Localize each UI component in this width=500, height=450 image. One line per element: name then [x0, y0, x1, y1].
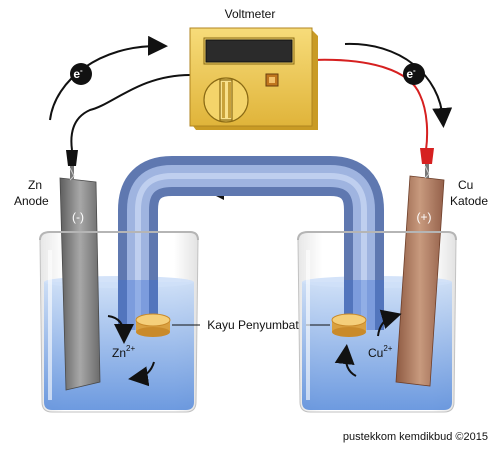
electron-flow-arrow-right [344, 42, 453, 128]
salt-bridge-tube [118, 156, 384, 330]
cathode-name-label: Katode [450, 194, 488, 208]
zn-ion-label: Zn2+ [112, 344, 135, 360]
cu-ion-arrow-top [377, 309, 402, 337]
left-cork-plug [135, 313, 171, 337]
voltmeter-display [205, 39, 293, 63]
cathode-sign: (+) [417, 210, 432, 224]
zn-ion-arrow-top [107, 315, 134, 344]
voltmeter-switch [265, 73, 279, 87]
red-clip [420, 148, 434, 179]
cu-ion-label: Cu2+ [368, 344, 393, 360]
voltmeter-label: Voltmeter [225, 7, 276, 21]
svg-text:e-: e- [406, 66, 416, 81]
electron-badge-right: e- [403, 63, 425, 85]
zn-ion-arrow-bottom [128, 361, 155, 387]
black-clip [66, 150, 78, 181]
cathode-metal-label: Cu [458, 178, 473, 192]
black-wire [70, 74, 191, 151]
red-wire [311, 58, 429, 151]
electron-flow-arrow-left [49, 35, 168, 121]
anode-metal-label: Zn [28, 178, 42, 192]
electron-badge-left: e- [70, 63, 92, 85]
anode-sign: (-) [72, 210, 84, 224]
cu-ion-arrow-bottom [334, 344, 357, 377]
credit-text: pustekkom kemdikbud ©2015 [343, 431, 488, 443]
voltmeter [189, 27, 318, 130]
right-cork-plug [331, 313, 367, 337]
anode-name-label: Anode [14, 194, 49, 208]
voltmeter-dial-knob [203, 77, 249, 123]
svg-text:e-: e- [73, 66, 83, 81]
cork-label: Kayu Penyumbat [207, 318, 299, 332]
